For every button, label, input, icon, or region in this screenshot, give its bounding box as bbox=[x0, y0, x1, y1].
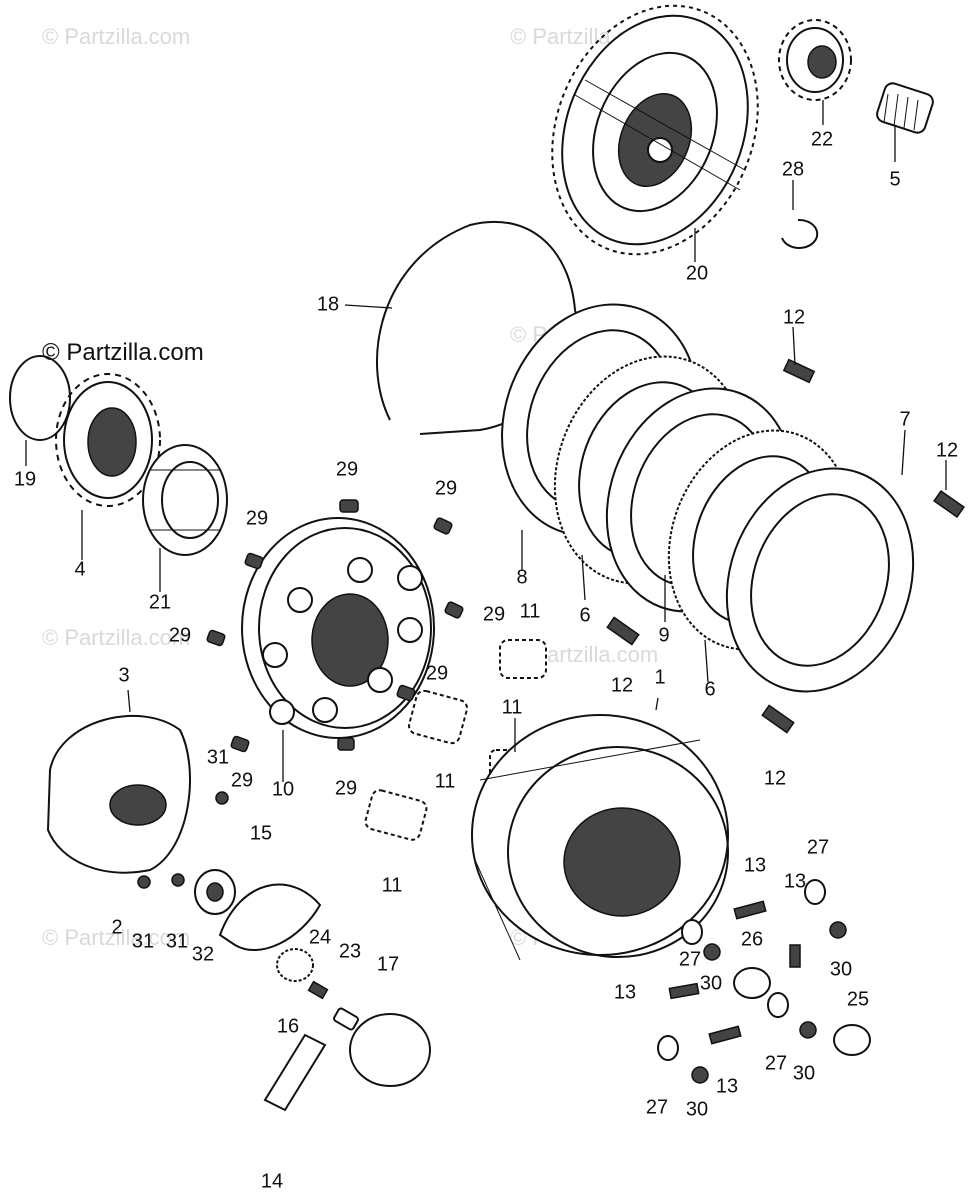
callout-6: 6 bbox=[579, 604, 590, 626]
small-spring bbox=[307, 980, 329, 1000]
callout-9: 9 bbox=[658, 624, 669, 646]
screws bbox=[137, 791, 236, 915]
clutch-outer bbox=[471, 714, 729, 961]
callout-29: 29 bbox=[246, 507, 268, 529]
callout-29: 29 bbox=[435, 477, 457, 499]
callout-13: 13 bbox=[716, 1075, 738, 1097]
callout-2: 2 bbox=[111, 916, 122, 938]
one-way-hub bbox=[142, 444, 228, 556]
callout-11: 11 bbox=[382, 874, 403, 896]
pin bbox=[333, 1007, 359, 1031]
needle-bearing bbox=[876, 82, 934, 134]
callout-29: 29 bbox=[335, 777, 357, 799]
callout-11: 11 bbox=[520, 600, 541, 622]
callout-14: 14 bbox=[261, 1170, 283, 1192]
hardware bbox=[657, 879, 871, 1084]
coil-spring bbox=[276, 948, 314, 982]
callout-labels: 1 2 3 4 5 6 6 7 8 9 10 11 11 11 11 12 12… bbox=[14, 128, 958, 1192]
callout-12: 12 bbox=[936, 439, 958, 461]
callout-30: 30 bbox=[700, 972, 722, 994]
watermark: © Partzilla.com bbox=[42, 24, 190, 49]
callout-29: 29 bbox=[231, 769, 253, 791]
callout-1: 1 bbox=[654, 666, 665, 688]
callout-7: 7 bbox=[899, 408, 910, 430]
callout-20: 20 bbox=[686, 262, 708, 284]
sprocket bbox=[55, 373, 161, 507]
callout-27: 27 bbox=[646, 1096, 668, 1118]
clutch-cover bbox=[46, 715, 191, 874]
callout-22: 22 bbox=[811, 128, 833, 150]
drive-plate bbox=[241, 517, 435, 739]
clutch-plate-stack bbox=[501, 303, 915, 693]
brand-label: © Partzilla.com bbox=[42, 339, 204, 366]
callout-27: 27 bbox=[807, 836, 829, 858]
callout-13: 13 bbox=[614, 981, 636, 1003]
pins bbox=[206, 499, 464, 753]
callout-3: 3 bbox=[118, 664, 129, 686]
cam-lever bbox=[218, 883, 322, 951]
callout-10: 10 bbox=[272, 778, 294, 800]
callout-31: 31 bbox=[166, 930, 188, 952]
callout-30: 30 bbox=[686, 1098, 708, 1120]
callout-29: 29 bbox=[483, 603, 505, 625]
callout-11: 11 bbox=[502, 696, 523, 718]
leader-lines bbox=[25, 100, 947, 782]
callout-24: 24 bbox=[309, 926, 331, 948]
circlip bbox=[781, 218, 819, 249]
short-springs bbox=[668, 900, 801, 1045]
callout-29: 29 bbox=[426, 662, 448, 684]
plate bbox=[349, 1013, 431, 1087]
arm-lever bbox=[263, 1033, 327, 1112]
callout-31: 31 bbox=[207, 746, 229, 768]
callout-13: 13 bbox=[744, 854, 766, 876]
callout-6: 6 bbox=[704, 678, 715, 700]
callout-15: 15 bbox=[250, 822, 272, 844]
snap-ring bbox=[9, 355, 71, 441]
watermark: © Partzilla.com bbox=[42, 625, 190, 650]
callout-32: 32 bbox=[192, 943, 214, 965]
callout-13: 13 bbox=[784, 870, 806, 892]
callout-29: 29 bbox=[169, 624, 191, 646]
callout-25: 25 bbox=[847, 988, 869, 1010]
callout-30: 30 bbox=[830, 958, 852, 980]
callout-23: 23 bbox=[339, 940, 361, 962]
callout-8: 8 bbox=[516, 566, 527, 588]
callout-28: 28 bbox=[782, 158, 804, 180]
callout-30: 30 bbox=[793, 1062, 815, 1084]
callout-12: 12 bbox=[764, 767, 786, 789]
callout-5: 5 bbox=[889, 168, 900, 190]
callout-12: 12 bbox=[611, 674, 633, 696]
large-gear bbox=[551, 4, 759, 256]
callout-31: 31 bbox=[132, 930, 154, 952]
callout-29: 29 bbox=[336, 458, 358, 480]
pinion-gear bbox=[778, 19, 852, 101]
callout-16: 16 bbox=[277, 1015, 299, 1037]
callout-18: 18 bbox=[317, 293, 339, 315]
callout-12: 12 bbox=[783, 306, 805, 328]
callout-21: 21 bbox=[149, 591, 171, 613]
watermark: © Partzilla.com bbox=[42, 925, 190, 950]
callout-11: 11 bbox=[435, 770, 456, 792]
callout-26: 26 bbox=[741, 928, 763, 950]
small-springs bbox=[606, 358, 965, 734]
callout-4: 4 bbox=[74, 558, 85, 580]
callout-27: 27 bbox=[765, 1052, 787, 1074]
callout-17: 17 bbox=[377, 953, 399, 975]
callout-19: 19 bbox=[14, 468, 36, 490]
callout-27: 27 bbox=[679, 948, 701, 970]
